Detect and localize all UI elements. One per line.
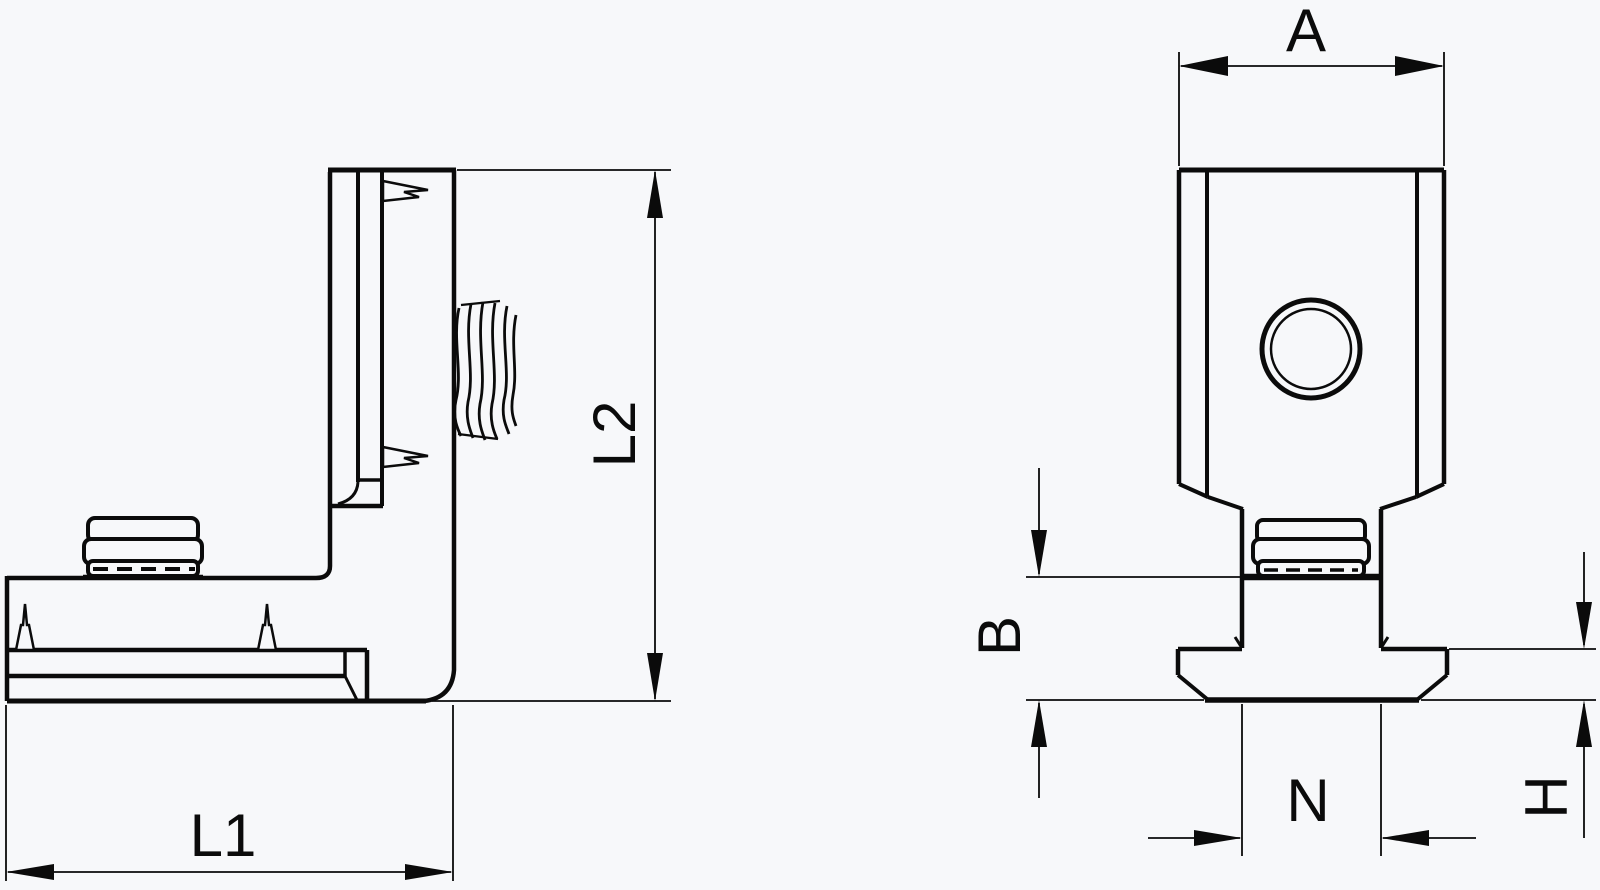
dimension-label-b: B xyxy=(966,615,1033,657)
arrowhead-left-icon xyxy=(1381,830,1429,846)
gripper-teeth-horizontal-arm xyxy=(14,603,278,652)
dimension-l2 xyxy=(432,169,671,702)
arrowhead-right-icon xyxy=(1194,830,1242,846)
dimension-l1 xyxy=(5,705,454,881)
screw-hole-chamfer xyxy=(1269,307,1353,391)
screw-hole xyxy=(1259,297,1363,401)
side-view-slab-lines xyxy=(331,170,384,509)
side-view-outline xyxy=(4,167,457,704)
front-view-foot xyxy=(1175,646,1450,703)
knurled-stud-front-view xyxy=(1251,518,1371,578)
arrowhead-up-icon xyxy=(647,170,663,218)
front-view xyxy=(1026,52,1596,856)
side-view-base-plates xyxy=(7,647,370,701)
dimension-label-n: N xyxy=(1286,767,1330,834)
gripper-teeth-vertical-arm xyxy=(381,179,429,469)
dimension-h xyxy=(1421,552,1596,838)
arrowhead-right-icon xyxy=(405,864,453,880)
arrowhead-up-icon xyxy=(1031,700,1047,747)
dimension-b xyxy=(1026,468,1240,798)
dimension-label-a: A xyxy=(1285,0,1327,64)
arrowhead-left-icon xyxy=(6,864,54,880)
arrowhead-down-icon xyxy=(1576,602,1592,649)
arrowhead-up-icon xyxy=(1576,700,1592,747)
dimension-label-l2: L2 xyxy=(581,400,648,468)
dimension-label-l1: L1 xyxy=(189,802,257,869)
side-view xyxy=(4,167,671,881)
arrowhead-down-icon xyxy=(1031,530,1047,577)
arrowhead-right-icon xyxy=(1395,56,1444,76)
dimension-n xyxy=(1148,704,1476,856)
knurled-stud-side-view xyxy=(82,516,204,580)
dimension-a xyxy=(1178,52,1445,166)
arrowhead-left-icon xyxy=(1179,56,1228,76)
front-view-body xyxy=(1176,167,1447,511)
arrowhead-down-icon xyxy=(647,653,663,701)
set-screw-threads xyxy=(453,299,518,441)
dimension-label-h: H xyxy=(1513,775,1580,819)
